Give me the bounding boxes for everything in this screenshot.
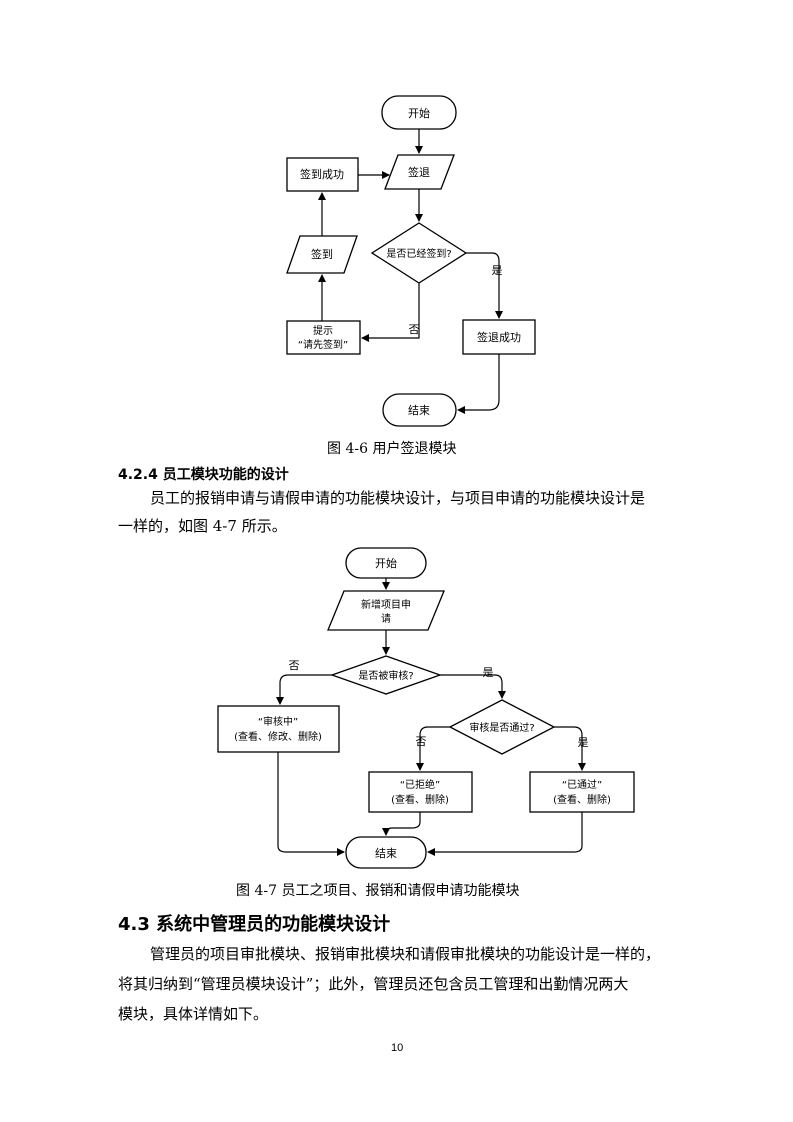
yes-label-2: 是 [483, 666, 494, 679]
paragraph-line: 员工的报销申请与请假申请的功能模块设计，与项目申请的功能模块设计是 [150, 489, 646, 507]
start-label-2: 开始 [375, 556, 397, 570]
decision-label: 是否已经签到? [386, 247, 451, 260]
new-application-line1: 新增项目申 [361, 598, 411, 611]
no-label-2: 否 [289, 659, 300, 672]
signin-io [286, 235, 358, 274]
paragraph-line: 模块，具体详情如下。 [118, 1005, 269, 1023]
figure-4-6-caption: 图 4-6 用户签退模块 [327, 441, 457, 457]
signin-label: 签到 [311, 247, 333, 261]
pending-box [217, 705, 340, 753]
end-label: 结束 [408, 404, 430, 417]
signout-success-label: 签退成功 [477, 330, 521, 344]
decision-approved [448, 699, 556, 755]
approved-line2: (查看、删除) [553, 793, 611, 806]
rejected-line1: “已拒绝” [400, 778, 440, 791]
signout-label: 签退 [408, 165, 430, 179]
new-application-io [327, 590, 445, 631]
paragraph-line: 一样的，如图 4-7 所示。 [118, 517, 287, 535]
end-terminal [382, 393, 457, 427]
figure-4-7-caption: 图 4-7 员工之项目、报销和请假申请功能模块 [236, 883, 520, 899]
yes-label-3: 是 [578, 736, 589, 749]
page-number: 10 [391, 1042, 404, 1054]
end-label-2: 结束 [375, 847, 397, 860]
end-terminal-2 [345, 836, 427, 869]
signout-success-box [462, 319, 536, 355]
approved-line1: “已通过” [562, 778, 602, 791]
prompt-line2: “请先签到” [298, 338, 348, 351]
decision2-label: 审核是否通过? [469, 721, 534, 734]
rejected-line2: (查看、删除) [391, 793, 449, 806]
start-label: 开始 [408, 106, 430, 120]
pending-line2: (查看、修改、删除) [234, 730, 322, 743]
section-heading-4-3: 4.3 系统中管理员的功能模块设计 [118, 914, 391, 935]
prompt-line1: 提示 [313, 325, 333, 337]
paragraph-line: 将其归纳到“管理员模块设计”；此外，管理员还包含员工管理和出勤情况两大 [118, 975, 629, 993]
rejected-box [368, 771, 473, 813]
decision-reviewed [330, 655, 442, 695]
no-label-3: 否 [416, 735, 427, 748]
section-heading-4-2-4: 4.2.4 员工模块功能的设计 [118, 467, 289, 483]
approved-box [529, 771, 635, 813]
prompt-box [286, 320, 361, 355]
decision1-label: 是否被审核? [358, 669, 413, 682]
yes-label: 是 [492, 264, 503, 277]
no-label: 否 [409, 323, 420, 336]
signin-success-label: 签到成功 [300, 167, 344, 181]
pending-line1: “审核中” [258, 715, 298, 728]
paragraph-line: 管理员的项目审批模块、报销审批模块和请假审批模块的功能设计是一样的， [150, 945, 661, 963]
new-application-line2: 请 [381, 612, 391, 625]
